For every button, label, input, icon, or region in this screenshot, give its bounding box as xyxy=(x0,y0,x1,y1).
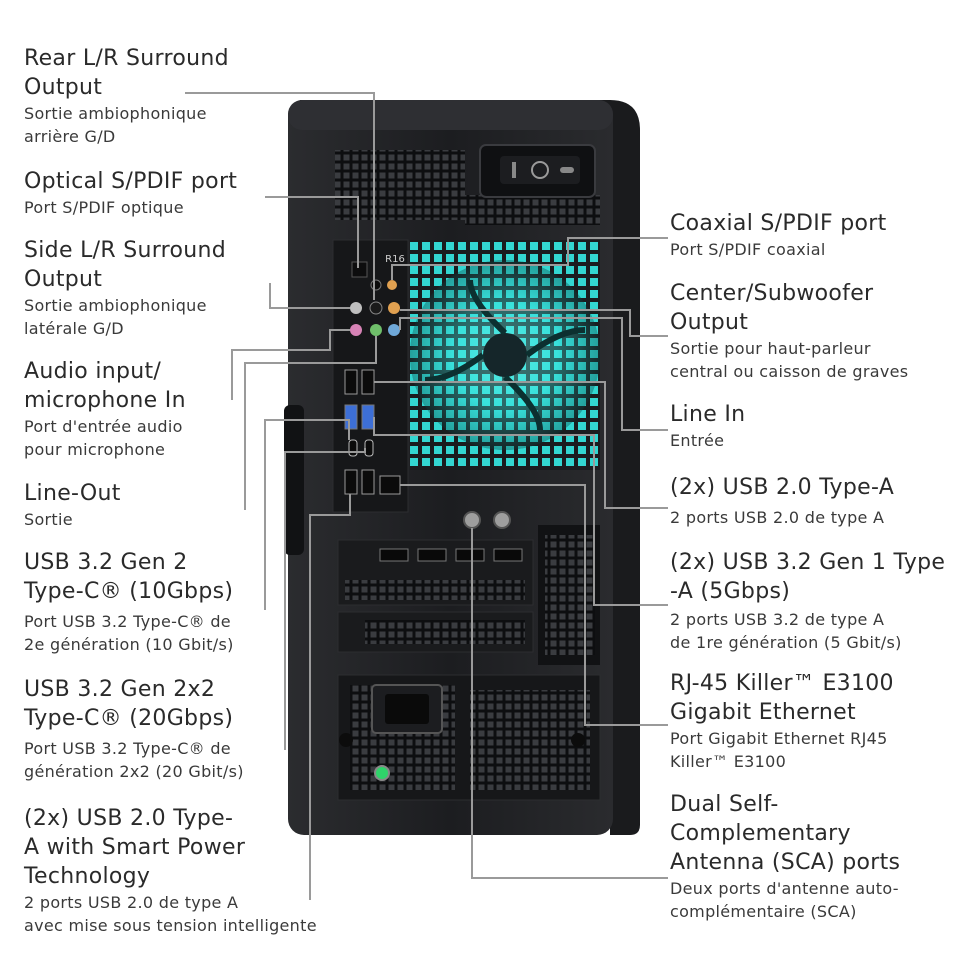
callout-audio-input: Audio input/ microphone In Port d'entrée… xyxy=(24,359,186,459)
jack-optical xyxy=(370,279,382,291)
usbc-port-2 xyxy=(364,439,374,457)
callout-usb32-gen2-typec: USB 3.2 Gen 2 Type-C® (10Gbps) Port USB … xyxy=(24,550,234,654)
usbc-port-1 xyxy=(348,439,358,457)
jack-line-out xyxy=(370,324,382,336)
callout-usb32-gen2x2-typec: USB 3.2 Gen 2x2 Type-C® (20Gbps) Port US… xyxy=(24,677,244,781)
power-led xyxy=(374,765,390,781)
callout-rear-surround: Rear L/R Surround Output Sortie ambiopho… xyxy=(24,46,229,146)
antenna-connector-1 xyxy=(463,511,481,529)
usb20-port-2 xyxy=(361,369,375,395)
jack-mic xyxy=(350,324,362,336)
callout-center-sub: Center/Subwoofer Output Sortie pour haut… xyxy=(670,281,909,381)
usb20-smart-port-2 xyxy=(361,469,375,495)
callout-coaxial-spdif: Coaxial S/PDIF port Port S/PDIF coaxial xyxy=(670,211,887,259)
top-vent-grille xyxy=(335,150,465,220)
rj45-port xyxy=(379,475,401,495)
callout-line-in: Line In Entrée xyxy=(670,402,746,450)
model-badge: R16 xyxy=(385,254,405,265)
usb32-port-1 xyxy=(344,404,358,430)
jack-side-surround xyxy=(350,302,362,314)
jack-coaxial xyxy=(387,280,397,290)
usb20-smart-port-1 xyxy=(344,469,358,495)
fan-hub xyxy=(483,333,527,377)
callout-line-out: Line-Out Sortie xyxy=(24,481,121,529)
callout-side-surround: Side L/R Surround Output Sortie ambiopho… xyxy=(24,238,227,338)
jack-rear-surround xyxy=(369,301,383,315)
jack-center-sub xyxy=(388,302,400,314)
callout-optical-spdif: Optical S/PDIF port Port S/PDIF optique xyxy=(24,169,238,217)
usb32-port-2 xyxy=(361,404,375,430)
jack-line-in xyxy=(388,324,400,336)
antenna-connector-2 xyxy=(493,511,511,529)
usb20-port-1 xyxy=(344,369,358,395)
callout-usb20-typea: (2x) USB 2.0 Type-A 2 ports USB 2.0 de t… xyxy=(670,475,895,527)
callout-antenna: Dual Self- Complementary Antenna (SCA) p… xyxy=(670,792,901,921)
callout-rj45: RJ-45 Killer™ E3100 Gigabit Ethernet Por… xyxy=(670,671,894,771)
callout-usb32-gen1-typea: (2x) USB 3.2 Gen 1 Type -A (5Gbps) 2 por… xyxy=(670,550,946,652)
callout-usb20-smart-power: (2x) USB 2.0 Type- A with Smart Power Te… xyxy=(24,806,317,935)
